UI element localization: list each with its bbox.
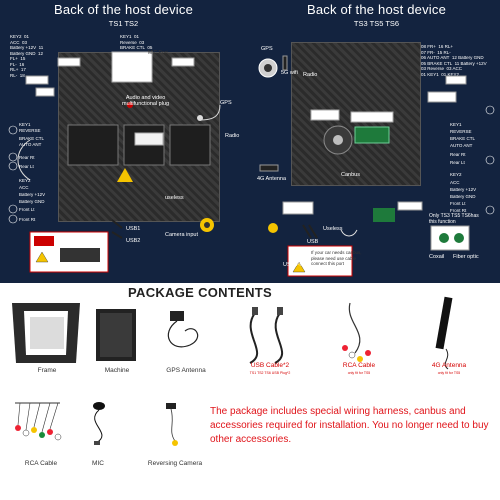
right-side-label: Battery GND xyxy=(450,194,476,199)
machine-illustration xyxy=(96,309,136,361)
right-radio-label: Radio xyxy=(303,72,318,78)
left-side-label: REVERSE xyxy=(19,128,41,133)
right-side-label: AUTO ANT xyxy=(450,143,473,148)
right-coax-label: Coxail xyxy=(429,254,445,260)
left-panel-subtitle: TS1 TS2 xyxy=(108,19,139,28)
right-usb-plug-label: USB Plug*2 xyxy=(283,262,313,268)
right-side-label: KEY1 xyxy=(450,122,462,127)
left-side-label: Battery +12V xyxy=(19,192,46,197)
left-side-label: AUTO ANT xyxy=(19,142,42,147)
left-panel-title: Back of the host device xyxy=(53,2,193,17)
right-canbus-label: Canbus xyxy=(341,172,360,178)
rca-cable-illustration xyxy=(342,302,371,362)
left-side-label: Front Lt xyxy=(19,207,35,212)
package-item-sub: only fit for TS5 xyxy=(437,371,461,375)
right-side-label: Front Lt xyxy=(450,201,466,206)
reversing-camera-illustration xyxy=(166,403,178,446)
left-useless-label: useless xyxy=(165,195,184,201)
package-item-label: 4G Antenna xyxy=(431,362,467,369)
package-item-label: GPS Antenna xyxy=(166,367,206,374)
right-wifi-label: 5G wifi xyxy=(281,70,298,76)
right-harness-pins: 08 FR+ 16 RL+ 07 FR- 15 RL- 06 AUTO ANT … xyxy=(421,44,487,77)
wiring-diagram-area: Back of the host device TS1 TS2 KEY2 01 … xyxy=(0,0,500,283)
right-side-label: Rear Lt xyxy=(450,160,465,165)
package-item-sub: TS1 TS2 TS6 USB Plug*2 xyxy=(249,371,291,375)
left-side-label: Front Rt xyxy=(19,217,36,222)
package-contents-title: PACKAGE CONTENTS xyxy=(128,285,272,300)
left-radio-label: Radio xyxy=(225,133,240,139)
right-usb-label: USB xyxy=(307,239,319,245)
left-side-label: BRAKE CTL xyxy=(19,136,45,141)
left-usb1-label: USB1 xyxy=(126,226,141,232)
right-side-label: ACC xyxy=(450,180,460,185)
left-device-wiring-svg xyxy=(8,51,221,273)
left-device-panel: Back of the host device TS1 TS2 KEY2 01 … xyxy=(0,0,247,283)
right-side-label: KEY2 xyxy=(450,172,462,177)
package-notice: The package includes special wiring harn… xyxy=(210,406,489,445)
right-useless-label: Useless xyxy=(323,226,343,232)
package-illustrations-svg xyxy=(12,296,453,446)
package-item-sub: only fit for TS5 xyxy=(347,371,371,375)
rca-cable-2-illustration xyxy=(15,402,62,441)
right-antenna-label: 4G Antenna xyxy=(257,176,287,182)
package-item-label: RCA Cable xyxy=(24,460,58,467)
package-item-label: RCA Cable xyxy=(342,362,376,369)
right-gps-label: GPS xyxy=(261,46,273,52)
right-device-wiring-svg xyxy=(258,55,495,277)
left-side-label: Rear Rt xyxy=(19,155,35,160)
right-panel-title: Back of the host device xyxy=(306,2,446,17)
right-only-ts-note: Only TS3 TS5 TS6has this function xyxy=(429,213,479,225)
right-side-label: Rear Rt xyxy=(450,152,466,157)
left-usb2-label: USB2 xyxy=(126,238,141,244)
package-item-label: Machine xyxy=(104,367,130,374)
package-item-label: USB Cable*2 xyxy=(250,362,290,369)
right-side-label: Front Rt xyxy=(450,208,467,213)
left-gps-label: GPS xyxy=(220,100,232,106)
package-item-label: Frame xyxy=(37,367,57,374)
left-av-plug-label: Audio and video multifunctional plug xyxy=(122,95,170,107)
package-item-label: MIC xyxy=(92,460,104,467)
left-side-label: KEY2 xyxy=(19,178,31,183)
frame-illustration xyxy=(12,303,80,363)
right-side-label: Battery +12V xyxy=(450,187,477,192)
right-device-panel: Back of the host device TS3 TS5 TS6 08 F… xyxy=(253,0,500,283)
left-camera-input-label: Camera input xyxy=(165,232,199,238)
right-fiber-label: Fiber optic xyxy=(453,254,479,260)
left-side-label: KEY1 xyxy=(19,122,31,127)
left-harness-left-pins: KEY2 01 ACC 03 Battery +12V 11 Battery G… xyxy=(10,34,44,78)
right-panel-subtitle: TS3 TS5 TS6 xyxy=(353,19,400,28)
usb-cable-illustration xyxy=(249,307,284,364)
left-side-label: ACC xyxy=(19,185,29,190)
left-mic-port-label: MIC Port xyxy=(148,50,168,56)
left-side-label: Rear Lt xyxy=(19,164,34,169)
right-side-label: BRAKE CTL xyxy=(450,136,476,141)
right-side-label: REVERSE xyxy=(450,129,472,134)
gps-antenna-illustration xyxy=(167,311,199,348)
4g-antenna-illustration xyxy=(435,296,453,370)
mic-illustration xyxy=(93,402,105,445)
right-canbus-note: If your car needs canbus, please need us… xyxy=(311,250,362,266)
package-item-label: Reversing Camera xyxy=(147,460,203,467)
left-side-label: Battery GND xyxy=(19,199,45,204)
